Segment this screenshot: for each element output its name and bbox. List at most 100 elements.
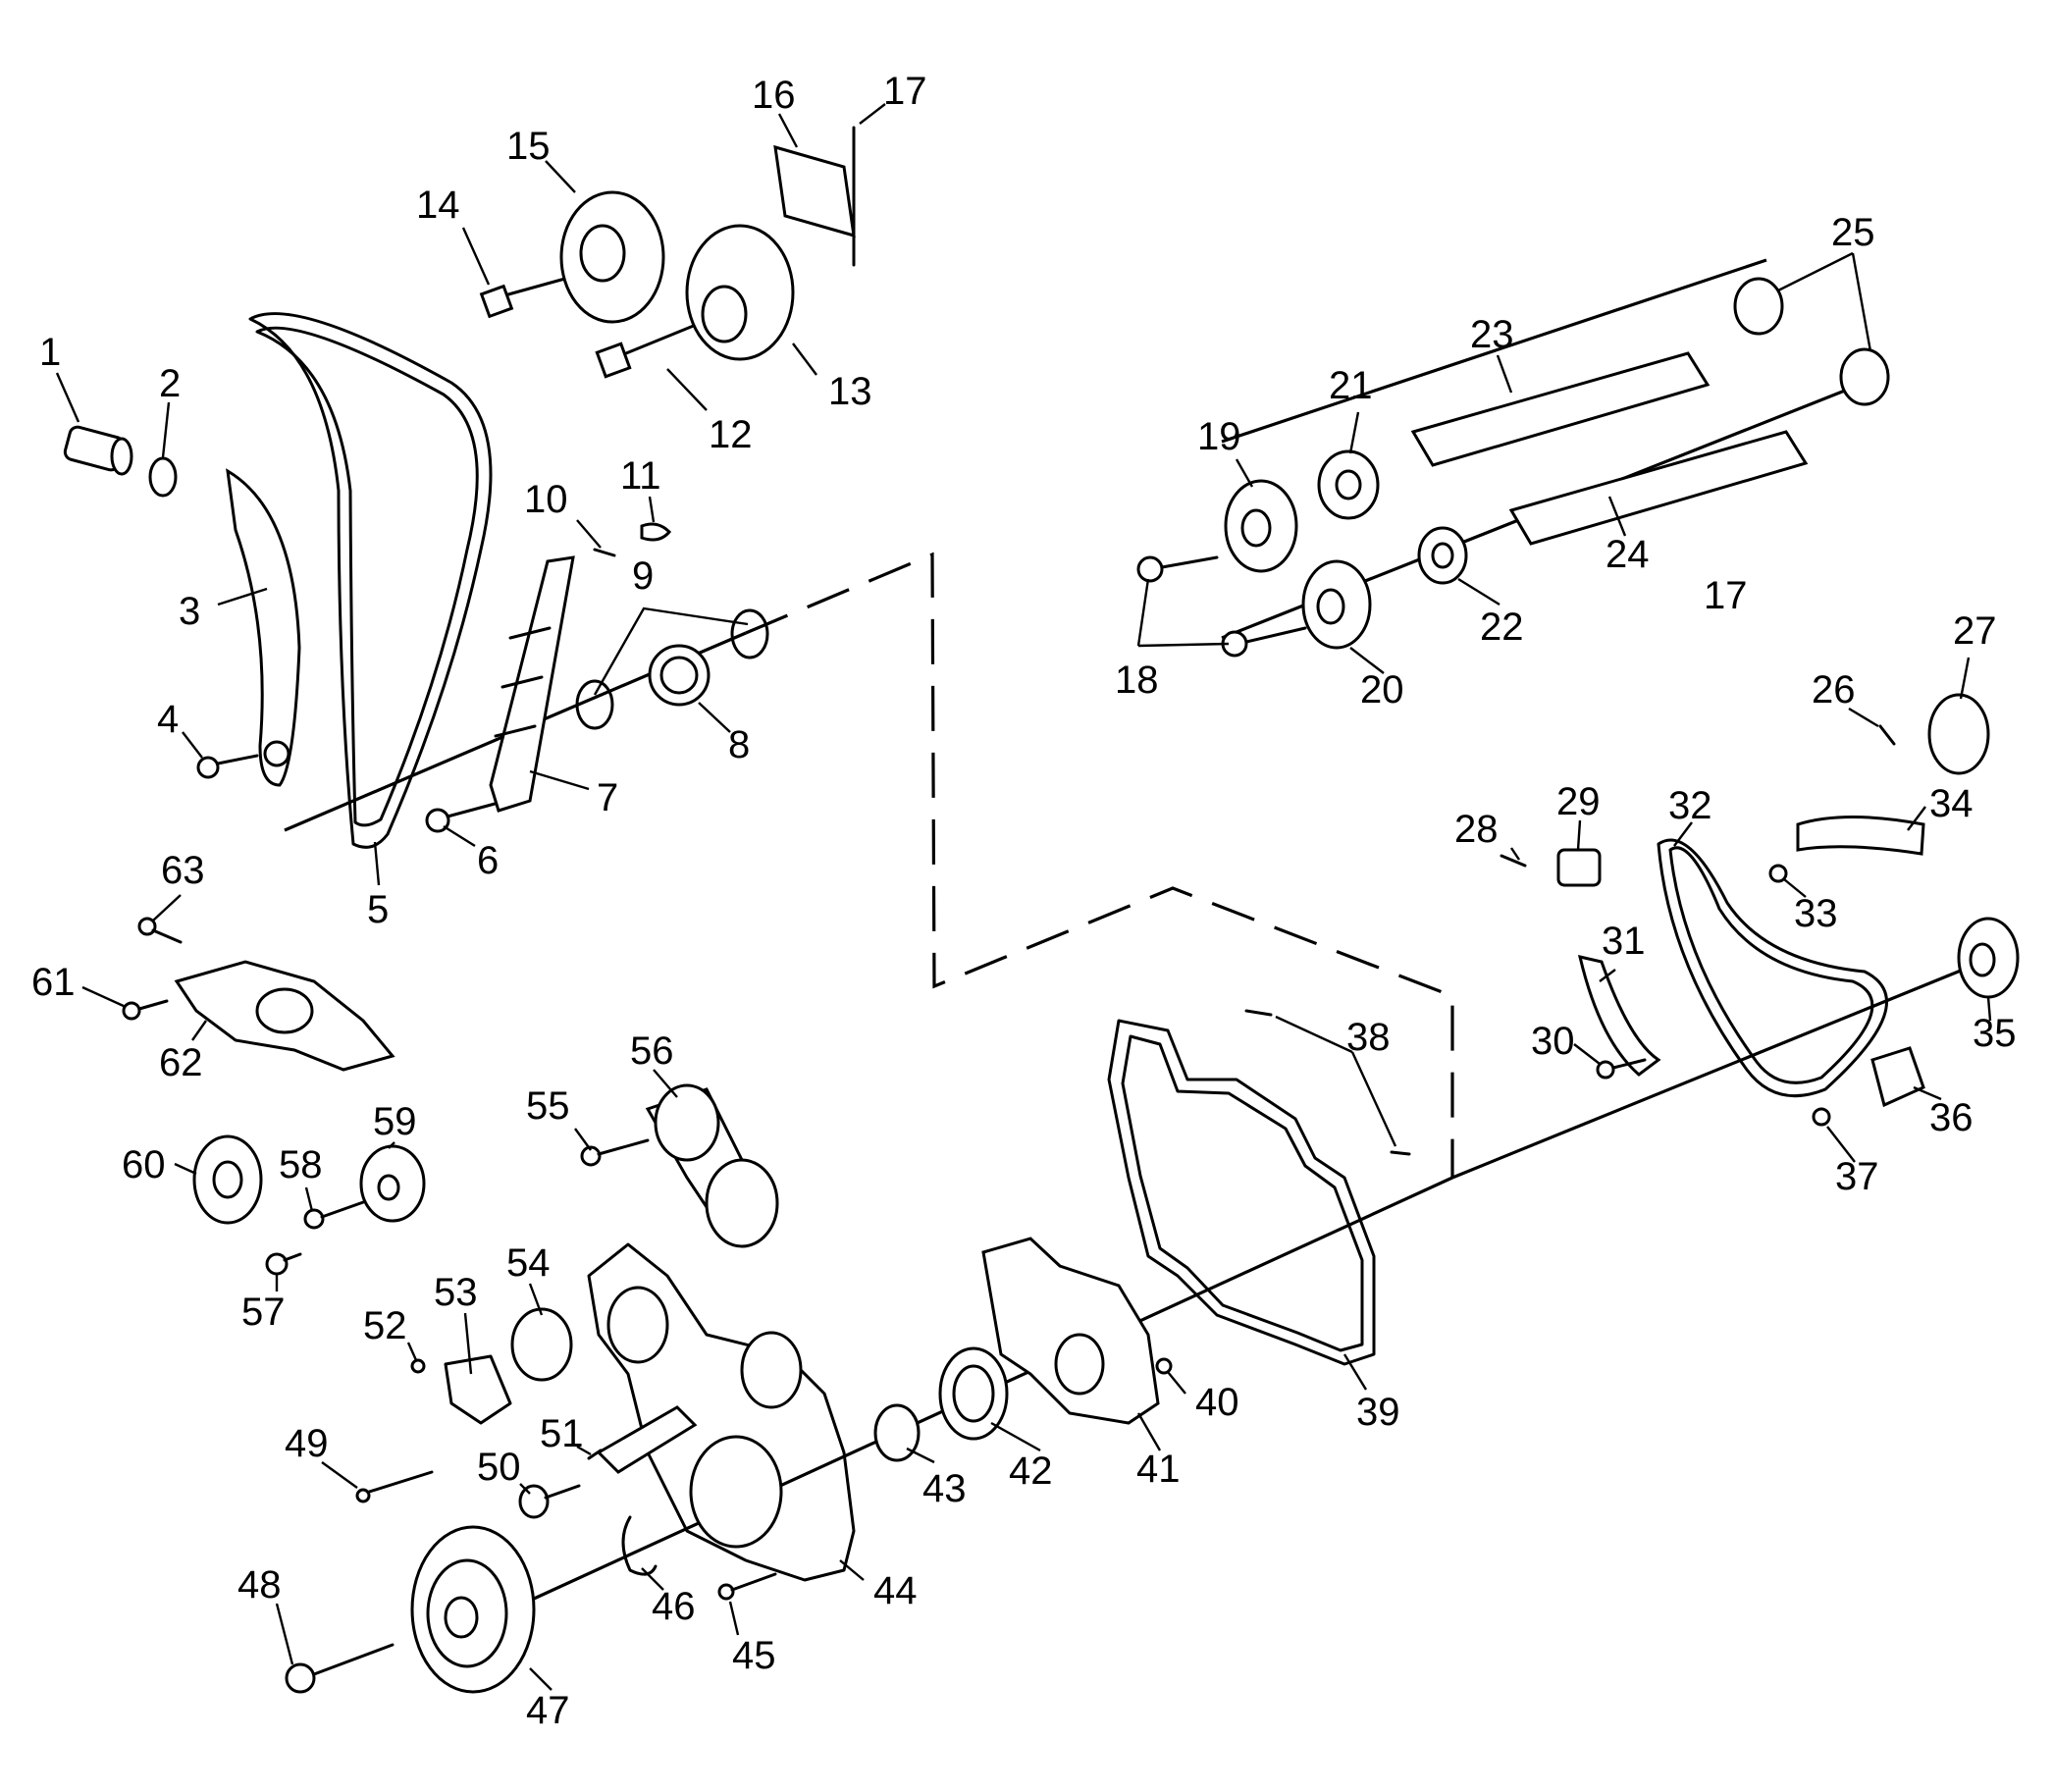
part-25-caps <box>1733 277 1890 406</box>
part-34-guide <box>1796 816 1925 856</box>
callout-54: 54 <box>506 1241 551 1285</box>
part-40-screw <box>1155 1357 1173 1375</box>
callout-25: 25 <box>1831 211 1875 254</box>
part-22-phaser <box>1417 526 1468 585</box>
callout-labels: 1 2 3 4 5 6 7 8 9 10 11 12 13 14 15 16 1… <box>31 70 2017 1732</box>
callout-56: 56 <box>630 1029 674 1073</box>
part-36-tensioner <box>1870 1046 1925 1108</box>
callout-27: 27 <box>1953 609 1997 653</box>
part-42-oil-pump-rotor <box>938 1346 1009 1441</box>
callout-35: 35 <box>1973 1012 2017 1055</box>
callout-40: 40 <box>1195 1381 1239 1424</box>
callout-31: 31 <box>1602 920 1646 963</box>
part-18-bolts <box>1136 555 1307 658</box>
part-16-bracket <box>773 126 856 267</box>
callout-11: 11 <box>620 454 661 498</box>
part-28-bolt <box>1500 854 1527 868</box>
callout-51: 51 <box>540 1412 584 1455</box>
part-51-sensor <box>587 1405 698 1474</box>
leader-lines <box>55 103 1992 1691</box>
callout-12: 12 <box>709 413 753 456</box>
callout-61: 61 <box>31 961 76 1004</box>
callout-62: 62 <box>159 1041 203 1084</box>
part-27-sprocket <box>1927 693 1990 775</box>
callout-10: 10 <box>524 478 568 521</box>
callout-18: 18 <box>1115 659 1159 702</box>
part-19-sprocket <box>1224 479 1298 573</box>
part-29-tensioner <box>1556 848 1602 887</box>
callout-63: 63 <box>161 849 205 892</box>
part-35-sprocket <box>1957 917 2020 999</box>
callout-30: 30 <box>1531 1020 1575 1063</box>
part-55-bolt <box>580 1138 650 1167</box>
callout-33: 33 <box>1794 892 1838 935</box>
part-57-bolt <box>265 1252 302 1276</box>
callout-23: 23 <box>1470 313 1514 356</box>
callout-6: 6 <box>477 839 499 882</box>
part-30-bolt <box>1596 1058 1647 1080</box>
callout-38: 38 <box>1346 1016 1391 1059</box>
callout-17-top: 17 <box>883 70 927 113</box>
part-13-cam-sprocket <box>685 224 795 361</box>
part-52-screw <box>410 1358 426 1374</box>
part-8-sprocket <box>648 644 711 707</box>
part-2-o-ring <box>148 456 178 498</box>
part-26-pin <box>1878 724 1896 746</box>
part-50-seal <box>518 1484 581 1519</box>
part-38-dowels <box>1244 1009 1411 1156</box>
callout-2: 2 <box>159 362 181 405</box>
callout-48: 48 <box>237 1563 282 1607</box>
callout-21: 21 <box>1329 364 1373 407</box>
part-53-gasket <box>444 1354 512 1425</box>
callout-36: 36 <box>1929 1096 1974 1139</box>
part-21-phaser <box>1317 449 1380 520</box>
part-45-bolt <box>717 1572 777 1601</box>
part-9-rings <box>575 608 769 730</box>
part-62-bracket <box>174 960 395 1072</box>
part-4-bolt <box>196 754 259 779</box>
part-46-seal <box>621 1515 658 1576</box>
callout-53: 53 <box>434 1271 478 1314</box>
callout-26: 26 <box>1812 668 1856 712</box>
part-43-inner-rotor <box>873 1403 921 1462</box>
callout-19: 19 <box>1197 415 1241 458</box>
part-56-tensioner <box>645 1083 779 1248</box>
part-7-chain-tensioner <box>489 555 575 813</box>
callout-39: 39 <box>1356 1391 1400 1434</box>
part-11-clip <box>640 522 672 542</box>
part-33-bolt <box>1768 864 1788 883</box>
callout-5: 5 <box>367 888 389 931</box>
callout-20: 20 <box>1360 668 1404 712</box>
callout-55: 55 <box>526 1084 570 1128</box>
callout-14: 14 <box>416 184 460 227</box>
part-24-camshaft <box>1508 430 1809 546</box>
callout-4: 4 <box>157 698 179 741</box>
callout-50: 50 <box>477 1446 521 1489</box>
part-39-gasket <box>1107 1019 1376 1366</box>
callout-17-right: 17 <box>1704 574 1748 617</box>
part-59-idler-pulley <box>359 1144 426 1223</box>
part-60-pulley <box>192 1134 263 1225</box>
part-20-sprocket <box>1301 559 1372 650</box>
callout-52: 52 <box>363 1304 407 1347</box>
callout-3: 3 <box>179 590 200 633</box>
part-41-oil-pump-housing <box>981 1237 1160 1425</box>
callout-32: 32 <box>1668 784 1712 827</box>
part-32-chain <box>1657 838 1888 1098</box>
part-63-bolt <box>137 917 183 944</box>
part-23-camshaft <box>1410 351 1711 467</box>
part-3-chain-guide <box>226 468 301 787</box>
callout-29: 29 <box>1556 780 1601 823</box>
part-37-bolt <box>1812 1107 1831 1127</box>
callout-60: 60 <box>122 1143 166 1186</box>
callout-57: 57 <box>241 1291 286 1334</box>
callout-8: 8 <box>728 723 750 766</box>
callout-37: 37 <box>1835 1155 1879 1198</box>
part-10-bolt <box>593 548 616 557</box>
part-15-cam-sprocket <box>559 190 665 324</box>
callout-22: 22 <box>1480 606 1524 649</box>
callout-44: 44 <box>873 1569 918 1612</box>
callout-7: 7 <box>597 776 618 819</box>
callout-28: 28 <box>1454 808 1499 851</box>
